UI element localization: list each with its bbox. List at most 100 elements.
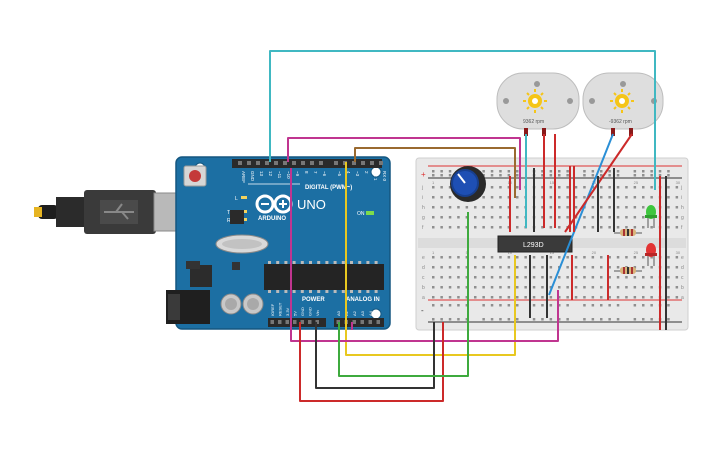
wire-magenta-pin11[interactable] — [287, 137, 521, 190]
bb-hole — [516, 186, 519, 189]
wire-black-gnd[interactable] — [315, 322, 435, 389]
power-jack[interactable] — [166, 290, 210, 324]
bb-hole — [633, 276, 637, 279]
digital-header-label: DIGITAL (PWM~) — [305, 185, 352, 191]
pin-rx0[interactable] — [379, 161, 383, 165]
analog-pin[interactable] — [360, 320, 365, 324]
bb-hole — [650, 186, 653, 189]
pin-13[interactable] — [256, 161, 260, 165]
pin-12[interactable] — [265, 161, 269, 165]
digital-header-pins[interactable] — [238, 161, 383, 165]
power-pin[interactable] — [285, 320, 290, 324]
green-led[interactable] — [645, 205, 657, 228]
bb-hole — [566, 256, 569, 259]
bb-hole — [667, 276, 670, 279]
rail-hole — [541, 174, 544, 177]
bb-hole — [448, 206, 452, 209]
pin-label: A2 — [352, 310, 357, 316]
red-led[interactable] — [645, 243, 657, 266]
pin-8[interactable] — [301, 161, 305, 165]
bb-hole — [549, 266, 553, 269]
col-label: 30 — [676, 180, 681, 185]
bb-hole — [507, 186, 511, 189]
pin-9[interactable] — [292, 161, 296, 165]
resistor-green-led[interactable] — [614, 229, 642, 236]
bb-hole — [440, 206, 443, 209]
wire-yellow-pin2[interactable] — [345, 162, 516, 356]
bb-hole — [675, 216, 679, 219]
rail-hole — [465, 304, 469, 307]
usb-cable[interactable] — [34, 190, 181, 234]
power-pin[interactable] — [270, 320, 275, 324]
rail-hole — [633, 170, 637, 173]
bb-hole — [566, 216, 569, 219]
bb-hole — [448, 266, 452, 269]
chip-leg — [366, 261, 370, 264]
pin-gnd[interactable] — [247, 161, 251, 165]
bb-hole — [457, 216, 460, 219]
wire-green-a0[interactable] — [338, 212, 469, 377]
pin-6[interactable] — [319, 161, 323, 165]
bb-hole — [642, 206, 645, 209]
dc-motor-1[interactable]: 9362 rpm — [496, 72, 580, 136]
l293d-ic[interactable]: L293D — [497, 235, 573, 253]
on-led-label: ON — [357, 211, 365, 217]
pin-label: ~9 — [295, 171, 300, 177]
pin-3[interactable] — [352, 161, 356, 165]
wire-red-5v[interactable] — [299, 322, 444, 402]
bb-hole — [616, 216, 620, 219]
analog-pin[interactable] — [368, 320, 373, 324]
rail-hole — [642, 174, 645, 177]
bb-hole — [583, 276, 586, 279]
bb-hole — [465, 206, 469, 209]
row-label: a — [422, 295, 425, 301]
analog-pin[interactable] — [352, 320, 357, 324]
pin-5[interactable] — [334, 161, 338, 165]
bb-hole — [465, 296, 469, 299]
power-pin[interactable] — [293, 320, 297, 324]
pin-10[interactable] — [283, 161, 287, 165]
rail-minus-label: - — [421, 306, 424, 315]
pin-label: 4 — [346, 171, 351, 174]
chip-leg — [284, 261, 288, 264]
bb-hole — [507, 196, 511, 199]
pin-2[interactable] — [361, 161, 365, 165]
bb-hole — [507, 216, 511, 219]
rail-hole — [432, 170, 435, 173]
rail-hole — [507, 174, 511, 177]
bb-hole — [583, 216, 586, 219]
chip-leg — [333, 290, 337, 293]
col-label: 1 — [432, 180, 435, 185]
pin-aref[interactable] — [238, 161, 242, 165]
chip-leg — [268, 261, 271, 264]
bb-hole — [524, 286, 527, 289]
power-pin[interactable] — [300, 320, 305, 324]
rail-hole — [650, 174, 653, 177]
dc-motor-2[interactable]: -9362 rpm — [582, 72, 664, 136]
wire-cyan-pin13[interactable] — [269, 50, 656, 190]
pin-11[interactable] — [274, 161, 278, 165]
potentiometer[interactable] — [450, 166, 486, 202]
wire-magenta-low[interactable] — [290, 168, 559, 342]
bb-hole — [482, 196, 485, 199]
wire-blue-motor2[interactable] — [548, 133, 614, 296]
row-label: c — [681, 275, 684, 281]
bb-hole — [642, 276, 645, 279]
wire-brown-pin3[interactable] — [354, 147, 516, 198]
power-pin[interactable] — [278, 320, 282, 324]
bb-hole — [566, 196, 569, 199]
pin-7[interactable] — [310, 161, 314, 165]
chip-leg — [325, 290, 329, 293]
reset-button[interactable] — [183, 165, 207, 187]
l-led-label: L — [235, 196, 238, 202]
pin-tx1[interactable] — [370, 161, 374, 165]
analog-pin[interactable] — [376, 320, 381, 324]
bb-hole — [574, 196, 578, 199]
pin-label: ~5 — [337, 171, 342, 177]
power-pin[interactable] — [315, 320, 320, 324]
bb-hole — [490, 216, 494, 219]
bb-hole — [650, 196, 653, 199]
power-pin[interactable] — [308, 320, 312, 324]
resistor-red-led[interactable] — [614, 267, 642, 274]
